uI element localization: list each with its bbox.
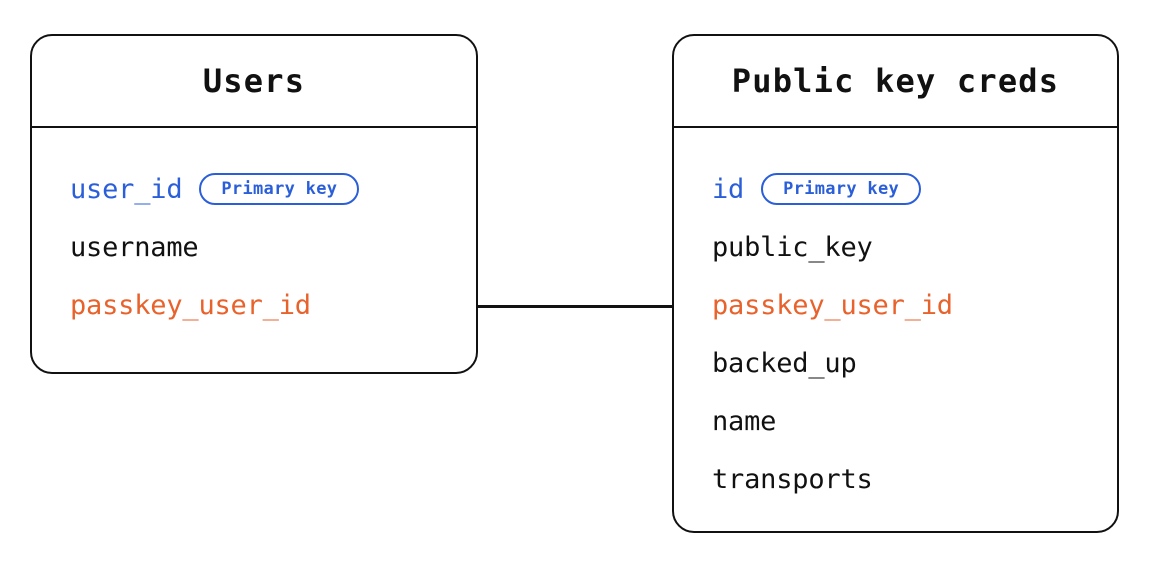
field-name-backed-up: backed_up [712, 347, 857, 379]
field-row[interactable]: passkey_user_id [32, 276, 476, 334]
field-row[interactable]: username [32, 218, 476, 276]
field-row[interactable]: backed_up [674, 334, 1117, 392]
entity-title-users: Users [202, 62, 306, 100]
field-name-id: id [712, 173, 745, 205]
field-row[interactable]: passkey_user_id [674, 276, 1117, 334]
field-name-username: username [70, 231, 199, 263]
field-row[interactable]: transports [674, 450, 1117, 508]
entity-header-public-key-creds: Public key creds [674, 36, 1117, 128]
field-name-user-id: user_id [70, 173, 183, 205]
primary-key-badge-label: Primary key [783, 179, 900, 199]
field-name-name: name [712, 405, 777, 437]
field-row[interactable]: user_id Primary key [32, 160, 476, 218]
entity-header-users: Users [32, 36, 476, 128]
primary-key-badge: Primary key [761, 173, 922, 205]
field-row[interactable]: id Primary key [674, 160, 1117, 218]
field-name-passkey-user-id: passkey_user_id [712, 289, 953, 321]
relationship-connector-users-public-key-creds [478, 305, 672, 308]
field-row[interactable]: public_key [674, 218, 1117, 276]
entity-table-public-key-creds[interactable]: Public key creds id Primary key public_key… [672, 34, 1119, 533]
primary-key-badge: Primary key [199, 173, 360, 205]
entity-title-public-key-creds: Public key creds [731, 62, 1060, 100]
field-name-public-key: public_key [712, 231, 873, 263]
entity-table-users[interactable]: Users user_id Primary key username passkey_… [30, 34, 478, 374]
field-row[interactable]: name [674, 392, 1117, 450]
entity-field-list-users: user_id Primary key username passkey_user_i… [32, 128, 476, 360]
primary-key-badge-label: Primary key [221, 179, 338, 199]
field-name-transports: transports [712, 463, 873, 495]
field-name-passkey-user-id: passkey_user_id [70, 289, 311, 321]
